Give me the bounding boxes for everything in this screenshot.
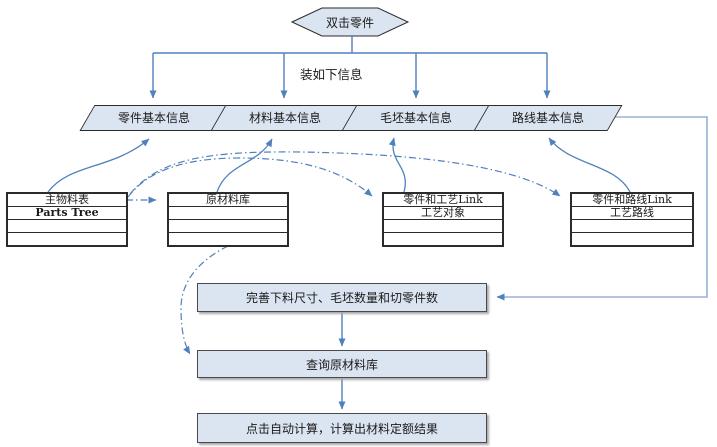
table-row: 主物料表 xyxy=(8,194,126,207)
table-row: 零件和路线Link xyxy=(572,194,692,207)
para-label: 路线基本信息 xyxy=(511,111,584,125)
para-label: 材料基本信息 xyxy=(248,111,321,125)
start-hexagon-shape xyxy=(290,7,410,37)
para-part-basic-info: 零件基本信息 xyxy=(79,105,229,131)
table-row xyxy=(169,207,287,220)
parts-to-process-link-arc xyxy=(127,157,373,198)
box-complete-cutting-size: 完善下料尺寸、毛坯数量和切零件数 xyxy=(197,283,487,312)
para-label: 毛坯基本信息 xyxy=(379,111,452,125)
table-row: Parts Tree xyxy=(8,207,126,220)
table-parts-tree: 主物料表 Parts Tree xyxy=(6,192,128,247)
table-part-route-link: 零件和路线Link 工艺路线 xyxy=(570,192,694,247)
parts-to-route-link-arc xyxy=(129,151,561,197)
table-row: 零件和工艺Link xyxy=(384,194,502,207)
table-row xyxy=(169,233,287,245)
table-row: 工艺对象 xyxy=(384,207,502,220)
table1-to-para1-arrow xyxy=(47,138,150,193)
table-row xyxy=(572,220,692,233)
table-row xyxy=(384,220,502,233)
box-auto-calc-result: 点击自动计算，计算出材料定额结果 xyxy=(197,413,487,443)
start-hexagon-label: 双击零件 xyxy=(325,15,374,30)
table-row: 原材料库 xyxy=(169,194,287,207)
table-row xyxy=(384,233,502,245)
para-label: 零件基本信息 xyxy=(117,111,190,125)
table2-to-para2-arrow xyxy=(216,138,273,193)
box-query-raw-material: 查询原材料库 xyxy=(197,350,487,378)
para-route-basic-info: 路线基本信息 xyxy=(473,105,623,131)
branch-annotation: 装如下信息 xyxy=(300,67,363,82)
table-part-process-link: 零件和工艺Link 工艺对象 xyxy=(382,192,504,247)
materials-to-query-arc xyxy=(180,245,229,355)
route-to-box1-connector xyxy=(496,116,708,301)
table4-to-para4-arrow xyxy=(548,137,631,193)
table-row: 工艺路线 xyxy=(572,207,692,220)
para-blank-basic-info: 毛坯基本信息 xyxy=(341,105,491,131)
table-row xyxy=(8,233,126,245)
table-row xyxy=(8,220,126,233)
table-raw-material-store: 原材料库 xyxy=(167,192,289,247)
table3-to-para3-arrow xyxy=(388,137,406,193)
table-row xyxy=(572,233,692,245)
table-row xyxy=(169,220,287,233)
para-material-basic-info: 材料基本信息 xyxy=(210,105,360,131)
